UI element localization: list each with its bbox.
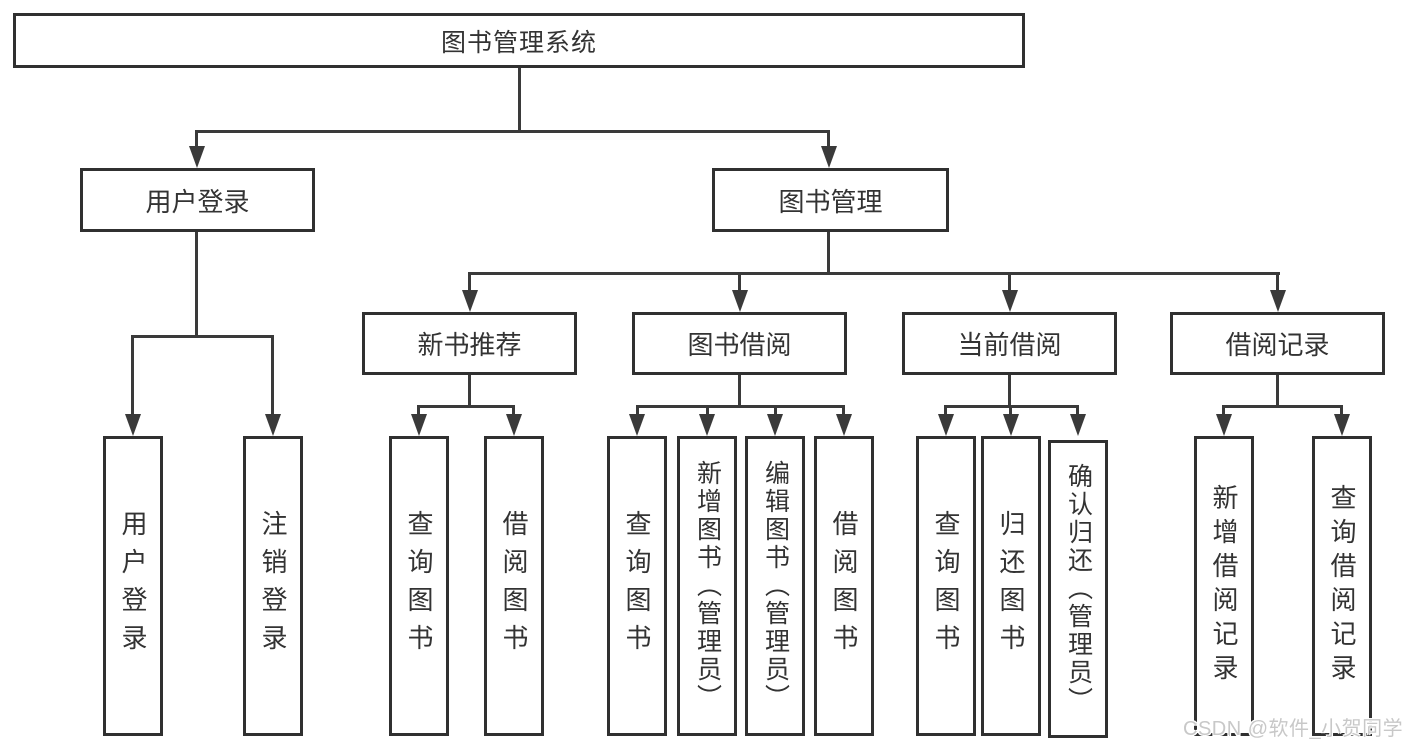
arrowhead-login (189, 146, 205, 168)
node-current-borrow-label: 当前借阅 (957, 330, 1062, 360)
arrowhead-records (1270, 290, 1286, 312)
node-book-mgmt: 图书管理 (712, 168, 949, 232)
node-records-query-label: 查询借阅记录 (1327, 484, 1357, 688)
connector-current-trunk (1008, 373, 1011, 407)
arrowhead-current-query (938, 414, 954, 436)
connector-level3-split (468, 272, 1280, 275)
arrowhead-rec (462, 290, 478, 312)
node-current-borrow: 当前借阅 (902, 312, 1117, 375)
connector-login-split (131, 335, 274, 338)
arrowhead-mgmt (821, 146, 837, 168)
connector-borrow-branch (738, 272, 741, 292)
node-rec-query-books-label: 查询图书 (404, 510, 434, 662)
connector-login-user-branch (131, 335, 134, 416)
node-login-user-label: 用户登录 (118, 510, 148, 662)
node-new-book-rec: 新书推荐 (362, 312, 577, 375)
connector-current-return-branch (1009, 405, 1012, 417)
arrowhead-login-logout (265, 414, 281, 436)
arrowhead-current-confirm (1070, 414, 1086, 436)
arrowhead-borrow-edit (767, 414, 783, 436)
node-current-return-books: 归还图书 (981, 436, 1041, 736)
connector-borrow-trunk (738, 373, 741, 407)
node-rec-borrow-books: 借阅图书 (484, 436, 544, 736)
arrowhead-rec-borrow (506, 414, 522, 436)
node-borrow-records: 借阅记录 (1170, 312, 1385, 375)
connector-current-confirm-branch (1076, 405, 1079, 417)
connector-rec-borrow-branch (512, 405, 515, 417)
connector-borrow-split (636, 405, 845, 408)
node-current-confirm-return-admin: 确认归还（管理员） (1048, 440, 1108, 738)
node-new-book-rec-label: 新书推荐 (417, 330, 522, 360)
connector-current-query-branch (944, 405, 947, 417)
arrowhead-records-add (1216, 414, 1232, 436)
connector-login-trunk (195, 230, 198, 336)
arrowhead-borrow (732, 290, 748, 312)
connector-rec-trunk (468, 373, 471, 407)
node-borrow-query-books-label: 查询图书 (622, 510, 652, 662)
node-book-mgmt-label: 图书管理 (778, 186, 883, 217)
connector-records-split (1222, 405, 1343, 408)
node-root-label: 图书管理系统 (440, 28, 597, 57)
csdn-watermark: CSDN @软件_小贺同学 (1183, 718, 1404, 740)
node-borrow-edit-books-admin-label: 编辑图书（管理员） (761, 460, 790, 712)
node-root: 图书管理系统 (13, 13, 1025, 68)
connector-rec-split (417, 405, 515, 408)
connector-rec-query-branch (417, 405, 420, 417)
arrowhead-records-query (1334, 414, 1350, 436)
connector-mgmt-branch (827, 130, 830, 148)
node-user-login-label: 用户登录 (145, 186, 250, 217)
node-login-logout: 注销登录 (243, 436, 303, 736)
node-borrow-records-label: 借阅记录 (1225, 330, 1330, 360)
node-borrow-query-books: 查询图书 (607, 436, 667, 736)
connector-records-query-branch (1340, 405, 1343, 417)
node-user-login: 用户登录 (80, 168, 315, 232)
connector-records-add-branch (1222, 405, 1225, 417)
connector-borrow-query-branch (636, 405, 639, 417)
connector-rec-branch (468, 272, 471, 292)
connector-login-logout-branch (271, 335, 274, 416)
arrowhead-rec-query (411, 414, 427, 436)
arrowhead-current (1002, 290, 1018, 312)
node-book-borrow-label: 图书借阅 (687, 330, 792, 360)
node-login-user: 用户登录 (103, 436, 163, 736)
node-current-query-books: 查询图书 (916, 436, 976, 736)
node-current-confirm-return-admin-label: 确认归还（管理员） (1064, 463, 1093, 715)
node-login-logout-label: 注销登录 (258, 510, 288, 662)
arrowhead-borrow-lend (836, 414, 852, 436)
arrowhead-login-user (125, 414, 141, 436)
node-records-query: 查询借阅记录 (1312, 436, 1372, 736)
connector-mgmt-trunk (827, 230, 830, 274)
connector-current-branch (1008, 272, 1011, 292)
node-rec-query-books: 查询图书 (389, 436, 449, 736)
node-borrow-add-books-admin: 新增图书（管理员） (677, 436, 737, 736)
node-rec-borrow-books-label: 借阅图书 (499, 510, 529, 662)
connector-borrow-add-branch (706, 405, 709, 417)
node-borrow-lend-books-label: 借阅图书 (829, 510, 859, 662)
arrowhead-borrow-query (629, 414, 645, 436)
node-book-borrow: 图书借阅 (632, 312, 847, 375)
connector-login-branch (195, 130, 198, 148)
node-current-query-books-label: 查询图书 (931, 510, 961, 662)
node-records-add: 新增借阅记录 (1194, 436, 1254, 736)
arrowhead-borrow-add (699, 414, 715, 436)
connector-records-branch (1276, 272, 1279, 292)
connector-level2-split (196, 130, 830, 133)
connector-borrow-lend-branch (842, 405, 845, 417)
connector-borrow-edit-branch (774, 405, 777, 417)
node-records-add-label: 新增借阅记录 (1209, 484, 1239, 688)
arrowhead-current-return (1003, 414, 1019, 436)
node-borrow-lend-books: 借阅图书 (814, 436, 874, 736)
node-current-return-books-label: 归还图书 (996, 510, 1026, 662)
connector-records-trunk (1276, 373, 1279, 407)
node-borrow-edit-books-admin: 编辑图书（管理员） (745, 436, 805, 736)
node-borrow-add-books-admin-label: 新增图书（管理员） (693, 460, 722, 712)
connector-root-trunk (518, 66, 521, 132)
